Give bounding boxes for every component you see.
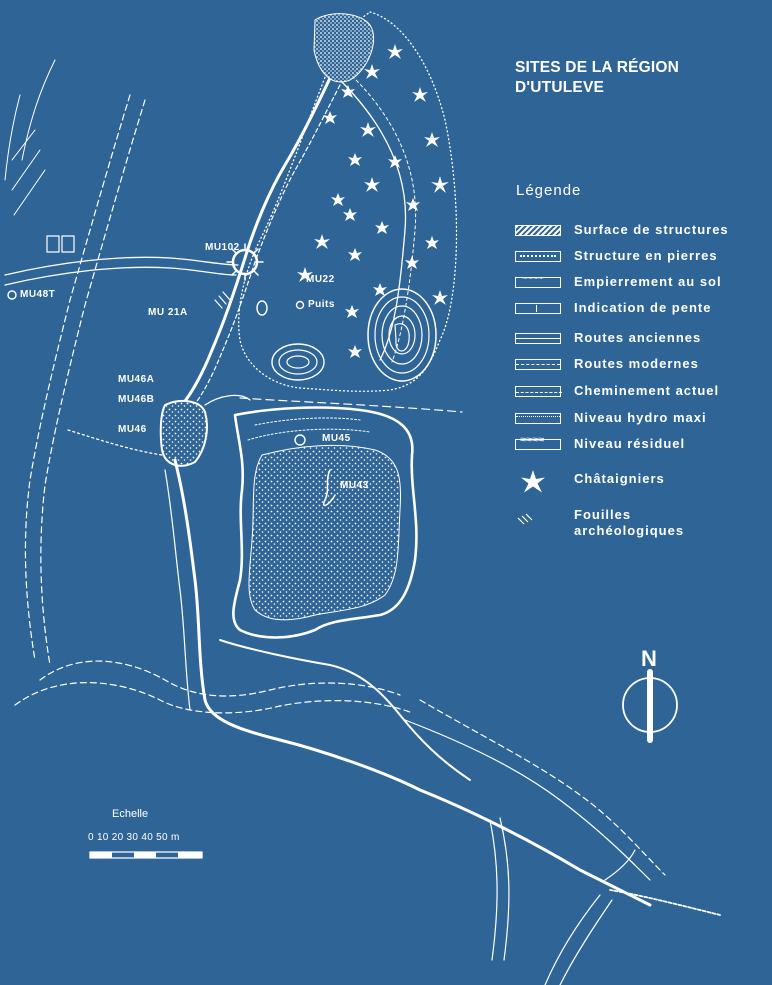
- ancient-road-north: [180, 76, 332, 407]
- legend-chestnut-label: Châtaigniers: [574, 471, 665, 486]
- chestnut-tree-icon: [323, 111, 337, 124]
- chestnut-tree-icon: [348, 153, 362, 166]
- inner-path-grove: [339, 79, 407, 361]
- legend-label: Structure en pierres: [574, 248, 718, 263]
- chestnut-trees: [297, 44, 545, 493]
- legend-item-current-path: Cheminement actuel: [515, 383, 765, 403]
- ancient-road-swatch-icon: [515, 333, 561, 344]
- legend-label: Routes modernes: [574, 356, 699, 371]
- legend-label: Indication de pente: [574, 300, 712, 315]
- north-label: N: [641, 646, 657, 671]
- mu46-structure: [159, 399, 208, 467]
- chestnut-tree-icon: [432, 290, 448, 305]
- chestnut-tree-icon: [348, 345, 362, 358]
- scale-title: Echelle: [112, 808, 149, 820]
- ancient-road-south: [173, 458, 652, 907]
- chestnut-tree-icon: [364, 64, 380, 79]
- mu43-stippled-area: [248, 444, 402, 621]
- scale-ticks: 0 10 20 30 40 50 m: [88, 832, 180, 843]
- legend-item-paving: Empierrement au sol: [515, 273, 765, 294]
- legend-label: Cheminement actuel: [574, 383, 720, 398]
- residual-swatch-icon: [515, 434, 561, 450]
- chestnut-tree-icon: [406, 198, 420, 211]
- chestnut-tree-icon: [314, 234, 330, 249]
- puits-circle: [295, 300, 305, 310]
- site-label-mu48t: MU48T: [20, 289, 56, 300]
- tree-cluster-top: [313, 13, 375, 83]
- chestnut-tree-icon: [387, 44, 403, 59]
- legend-heading: Légende: [516, 182, 582, 199]
- legend-label: Niveau résiduel: [574, 436, 686, 451]
- site-label-mu43: MU43: [340, 480, 369, 491]
- site-label-mu21a: MU 21A: [148, 307, 188, 318]
- chestnut-tree-icon: [412, 87, 428, 102]
- chestnut-tree-icon: [388, 155, 402, 168]
- hatch-swatch-icon: [515, 225, 561, 236]
- pond-large: [367, 288, 437, 382]
- modern-road-west: [24, 94, 131, 661]
- site-label-mu45: MU45: [322, 433, 351, 444]
- road-west-mu102: [4, 256, 239, 276]
- chestnut-tree-icon: [343, 208, 357, 221]
- mu48t-circle: [7, 290, 17, 300]
- chestnut-tree-icon: [373, 283, 387, 296]
- map-title-line1: SITES DE LA RÉGION: [515, 59, 680, 76]
- chestnut-tree-icon: [331, 193, 345, 206]
- modern-road-swatch-icon: [515, 359, 561, 370]
- chestnut-tree-icon: [297, 267, 313, 282]
- paving-swatch-icon: [515, 273, 561, 288]
- chestnut-tree-icon: [345, 305, 359, 318]
- legend-item-structures: Surface de structures: [515, 222, 765, 242]
- legend-label: Empierrement au sol: [574, 274, 722, 289]
- site-label-mu46a: MU46A: [118, 374, 155, 385]
- legend-excavation-line1: Fouilles: [574, 507, 632, 522]
- chestnut-tree-icon: [405, 256, 419, 269]
- chestnut-tree-icon: [431, 176, 449, 193]
- structure-square-1: [46, 235, 60, 253]
- legend-item-ancient-roads: Routes anciennes: [515, 330, 765, 350]
- chestnut-tree-icon: [360, 122, 376, 137]
- chestnut-tree-icon: [424, 132, 440, 147]
- site-label-puits: Puits: [308, 299, 335, 310]
- legend-label: Surface de structures: [574, 222, 729, 237]
- site-label-mu46b: MU46B: [118, 394, 155, 405]
- chestnut-grove-boundary: [238, 11, 458, 392]
- stone-swatch-icon: [515, 251, 561, 262]
- chestnut-legend-icon: [521, 470, 545, 493]
- legend-item-slope: Indication de pente: [515, 300, 765, 320]
- chestnut-tree-icon: [425, 236, 439, 249]
- path-swatch-icon: [515, 386, 562, 397]
- site-label-mu102: MU102: [205, 242, 240, 253]
- legend-item-modern-roads: Routes modernes: [515, 356, 765, 376]
- legend-item-hydro-max: Niveau hydro maxi: [515, 410, 765, 430]
- chestnut-tree-icon: [348, 248, 362, 261]
- structure-square-2: [61, 235, 75, 253]
- legend-label: Routes anciennes: [574, 330, 702, 345]
- site-label-mu46: MU46: [118, 424, 147, 435]
- map-title-line2: D'UTULEVE: [515, 79, 605, 96]
- mu43-outer-boundary: [232, 406, 418, 639]
- legend-excavation-line2: archéologiques: [574, 523, 685, 538]
- chestnut-tree-icon: [364, 177, 380, 192]
- legend-label: Niveau hydro maxi: [574, 410, 707, 425]
- legend-item-stone: Structure en pierres: [515, 248, 765, 268]
- slope-swatch-icon: [515, 303, 561, 314]
- pond-small: [271, 343, 325, 381]
- hydro-swatch-icon: [515, 413, 561, 424]
- map-title: SITES DE LA RÉGION D'UTULEVE: [515, 58, 679, 98]
- chestnut-tree-icon: [341, 85, 355, 98]
- excavation-legend-icon: [517, 513, 533, 525]
- site-label-mu22: MU22: [306, 274, 335, 285]
- chestnut-tree-icon: [375, 221, 389, 234]
- excavation-marks: [214, 291, 231, 309]
- mu45-circle: [294, 434, 306, 446]
- legend-item-residual: Niveau résiduel: [515, 434, 765, 456]
